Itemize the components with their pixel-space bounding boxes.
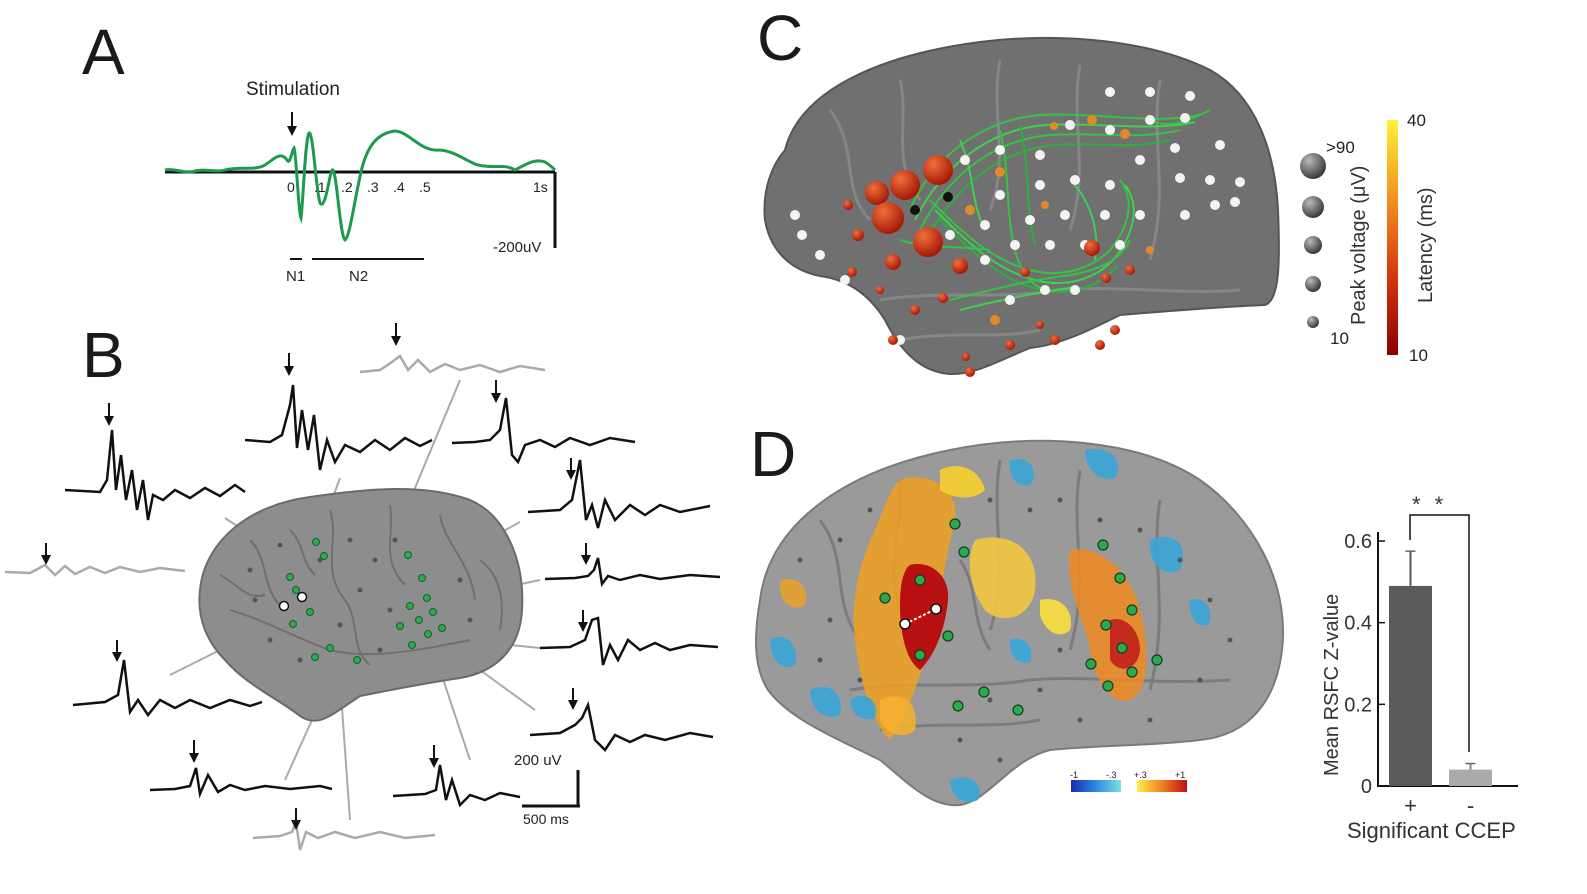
glass-brain-c [763, 36, 1280, 376]
time-tick-labels: 0 .1 .2 .3 .4 .5 1s [287, 179, 548, 195]
y-axis-title: Mean RSFC Z-value [1321, 594, 1343, 776]
ccep-trace-8 [539, 610, 719, 666]
ccep-trace-9 [72, 640, 263, 718]
colorbar-neg-min: -1 [1070, 770, 1078, 780]
voltage-scale-label: -200uV [493, 239, 541, 256]
panel-a-label: A [82, 16, 125, 88]
tick-label-1s: 1s [533, 179, 548, 195]
ccep-trace-2 [244, 353, 433, 471]
latency-min-label: 10 [1409, 346, 1428, 365]
panel-b-label: B [82, 319, 125, 391]
electrodes-b [247, 537, 473, 664]
stimulation-label: Stimulation [246, 79, 340, 100]
significance-bracket [1409, 514, 1470, 752]
ccep-trace [164, 129, 557, 242]
size-legend-title: Peak voltage (μV) [1348, 166, 1370, 325]
size-legend-min: 10 [1330, 329, 1349, 348]
y-tick-label-2: 0.4 [1344, 613, 1372, 635]
electrodes-c [790, 87, 1245, 377]
size-legend-max: >90 [1326, 138, 1355, 157]
tick-label-0: 0 [287, 179, 295, 195]
panel-b: B [4, 319, 721, 851]
tick-label-0-1: .1 [314, 179, 326, 195]
latency-title: Latency (ms) [1415, 187, 1437, 303]
ccep-trace-4 [451, 380, 636, 465]
latency-colorbar [1387, 120, 1398, 355]
colorbar-pos-min: +.3 [1134, 770, 1147, 780]
panel-a: A Stimulation 0 .1 .2 .3 .4 .5 1s -200uV… [82, 16, 557, 285]
tick-label-0-5: .5 [419, 179, 431, 195]
y-tick-label-0: 0 [1361, 776, 1372, 798]
scale-time-label: 500 ms [523, 811, 569, 827]
panel-c-label: C [757, 2, 803, 74]
x-axis-title: Significant CCEP [1347, 818, 1516, 843]
category-label-0: + [1404, 793, 1417, 818]
tick-label-0-2: .2 [341, 179, 353, 195]
colorbar-neg-max: -.3 [1106, 770, 1117, 780]
ccep-trace-11 [149, 740, 333, 799]
tick-label-0-4: .4 [393, 179, 405, 195]
ccep-trace-1 [64, 403, 246, 521]
ccep-trace-6 [527, 458, 711, 529]
ccep-trace-12 [392, 745, 521, 808]
bar-1 [1449, 769, 1492, 786]
ccep-trace-3 [359, 323, 546, 374]
stimulation-arrow-icon [287, 112, 297, 136]
ccep-trace-5 [4, 543, 186, 577]
y-tick-label-1: 0.2 [1344, 694, 1372, 716]
ccep-trace-7 [544, 543, 721, 588]
n1-label: N1 [286, 268, 305, 285]
bar-0 [1389, 585, 1432, 786]
y-tick-label-3: 0.6 [1344, 531, 1372, 553]
scale-bar-b [522, 770, 580, 808]
panel-c: C [757, 2, 1437, 377]
scale-voltage-label: 200 uV [514, 752, 562, 769]
rsfc-colorbar-negative [1071, 780, 1121, 792]
brain-surface-b [198, 488, 524, 722]
n2-label: N2 [349, 268, 368, 285]
category-label-1: - [1467, 793, 1474, 818]
ccep-trace-13 [252, 808, 436, 851]
size-legend [1300, 153, 1326, 328]
tick-label-0-3: .3 [367, 179, 379, 195]
electrodes-d [797, 497, 1233, 763]
panel-d: D [750, 418, 1518, 843]
significance-stars: * * [1412, 492, 1447, 517]
rsfc-bar-chart: Mean RSFC Z-value Significant CCEP * * 0… [1321, 492, 1518, 843]
latency-max-label: 40 [1407, 111, 1426, 130]
rsfc-colorbar-positive [1137, 780, 1187, 792]
colorbar-pos-max: +1 [1175, 770, 1185, 780]
panel-d-label: D [750, 418, 796, 490]
rsfc-overlay [770, 449, 1211, 802]
ccep-trace-10 [529, 688, 714, 752]
